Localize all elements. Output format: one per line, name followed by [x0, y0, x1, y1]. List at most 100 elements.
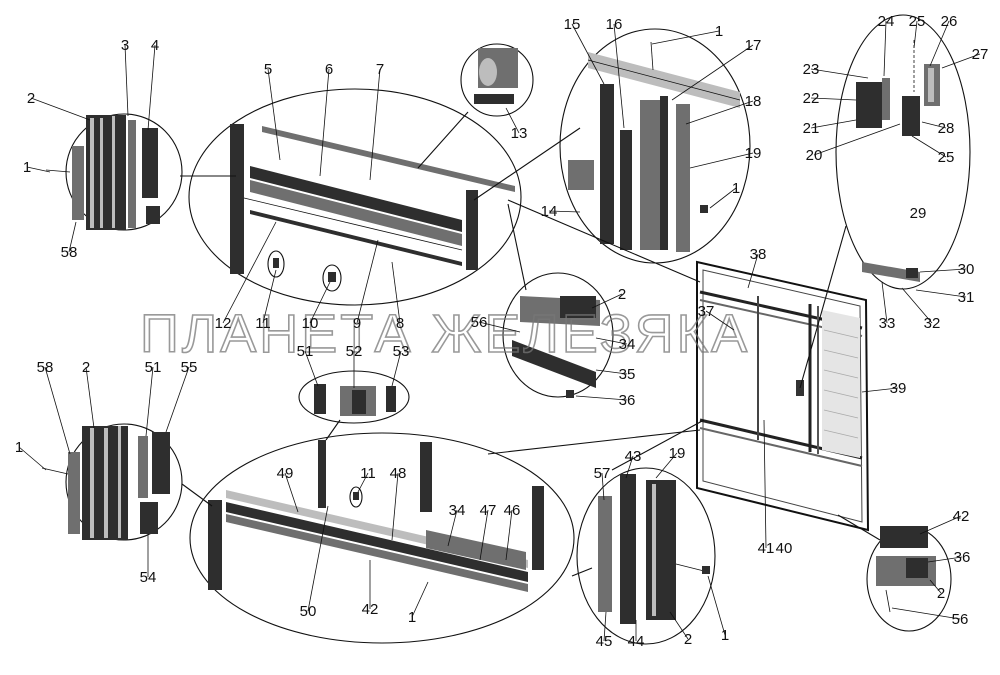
- part-label-30: 30: [958, 261, 975, 278]
- part-label-26: 26: [941, 13, 958, 30]
- part-label-17: 17: [745, 37, 762, 54]
- part-label-1: 1: [715, 23, 723, 40]
- part-label-13: 13: [511, 125, 528, 142]
- part-label-11: 11: [360, 465, 376, 482]
- part-label-1: 1: [23, 159, 31, 176]
- part-label-48: 48: [390, 465, 407, 482]
- part-label-1: 1: [15, 439, 23, 456]
- leader-line-part-10: [309, 281, 331, 324]
- leader-line-part-53: [391, 350, 402, 387]
- leader-line-part-12: [222, 221, 277, 324]
- part-label-18: 18: [745, 93, 762, 110]
- part-label-51: 51: [145, 359, 162, 376]
- detail-bubble-top-left: [45, 113, 183, 231]
- connector-lines: [180, 111, 881, 577]
- main-window-frame-assembly: [696, 260, 870, 532]
- leader-line-part-46: [505, 509, 513, 561]
- part-label-56: 56: [952, 611, 969, 628]
- leader-line-part-16: [613, 23, 625, 129]
- part-label-44: 44: [628, 633, 645, 650]
- leader-line-part-17: [671, 44, 754, 101]
- leader-line-part-4: [147, 44, 156, 131]
- leader-line-part-56: [891, 607, 961, 620]
- part-label-52: 52: [346, 343, 363, 360]
- part-label-1: 1: [408, 609, 416, 626]
- leader-line-part-9: [356, 239, 379, 324]
- leader-line-part-58: [68, 221, 77, 253]
- part-label-55: 55: [181, 359, 198, 376]
- leader-line-part-13: [505, 107, 520, 134]
- leader-line-part-23: [810, 68, 869, 79]
- detail-bubble-top-middle: [188, 88, 522, 306]
- part-label-34: 34: [619, 336, 636, 353]
- part-label-2: 2: [618, 286, 626, 303]
- part-label-15: 15: [564, 16, 581, 33]
- leader-line-part-34: [595, 337, 628, 345]
- detail-bubble-center-right-small: [502, 272, 614, 398]
- leader-line-part-34: [447, 509, 458, 547]
- leader-line-part-57: [601, 472, 605, 501]
- leader-line-part-1: [709, 187, 737, 209]
- detail-bubble-lower-right-corner: [866, 526, 952, 632]
- part-label-9: 9: [353, 315, 361, 332]
- part-label-10: 10: [302, 315, 319, 332]
- leader-line-part-36: [575, 395, 628, 401]
- part-label-43: 43: [625, 448, 642, 465]
- part-label-46: 46: [504, 502, 521, 519]
- part-label-40: 40: [776, 540, 793, 557]
- detail-bubble-top-right-frame: [559, 28, 751, 264]
- leader-line-part-33: [881, 281, 888, 324]
- part-label-42: 42: [953, 508, 970, 525]
- leader-line-part-5: [267, 68, 281, 161]
- leader-line-part-47: [479, 509, 489, 561]
- part-label-1: 1: [732, 180, 740, 197]
- leader-line-part-11: [357, 472, 369, 493]
- detail-bubble-bottom-right: [576, 467, 716, 645]
- leader-line-part-27: [941, 53, 981, 69]
- leader-line-part-37: [705, 310, 735, 331]
- part-label-14: 14: [541, 203, 558, 220]
- part-label-2: 2: [684, 631, 692, 648]
- leader-line-part-19: [689, 152, 754, 169]
- leader-line-part-1: [411, 581, 429, 618]
- part-label-34: 34: [449, 502, 466, 519]
- leader-line-part-14: [548, 210, 581, 213]
- leader-line-part-2: [30, 97, 91, 121]
- part-label-22: 22: [803, 90, 820, 107]
- part-label-47: 47: [480, 502, 497, 519]
- leader-line-part-2: [591, 293, 623, 309]
- leader-line-part-26: [929, 20, 950, 67]
- detail-bubble-bottom-left: [41, 423, 183, 541]
- leader-line-part-51: [145, 366, 154, 437]
- leader-line-part-2: [669, 611, 689, 640]
- part-label-28: 28: [938, 120, 955, 137]
- leader-line-part-49: [284, 472, 299, 513]
- detail-bubble-bottom-middle: [189, 432, 575, 644]
- part-label-24: 24: [878, 13, 895, 30]
- part-label-3: 3: [121, 37, 129, 54]
- part-label-36: 36: [954, 549, 971, 566]
- part-label-2: 2: [937, 585, 945, 602]
- leader-line-part-56: [478, 321, 521, 333]
- part-label-20: 20: [806, 147, 823, 164]
- leader-line-part-2: [85, 366, 95, 429]
- part-label-1: 1: [721, 627, 729, 644]
- part-label-21: 21: [803, 120, 820, 137]
- leader-line-part-7: [369, 68, 381, 181]
- part-label-8: 8: [396, 315, 404, 332]
- part-label-5: 5: [264, 61, 272, 78]
- leader-line-part-43: [625, 455, 634, 479]
- leader-line-part-28: [921, 121, 947, 129]
- part-label-11: 11: [255, 315, 271, 332]
- leader-line-part-11: [262, 269, 277, 324]
- leader-line-part-50: [307, 505, 329, 612]
- leader-line-part-18: [685, 100, 754, 125]
- leader-line-part-30: [919, 268, 967, 273]
- part-label-2: 2: [27, 90, 35, 107]
- leader-line-part-24: [883, 20, 887, 77]
- detail-bubble-small-corner: [460, 43, 534, 117]
- part-label-27: 27: [972, 46, 989, 63]
- leader-line-part-42: [919, 515, 962, 535]
- part-label-2: 2: [82, 359, 90, 376]
